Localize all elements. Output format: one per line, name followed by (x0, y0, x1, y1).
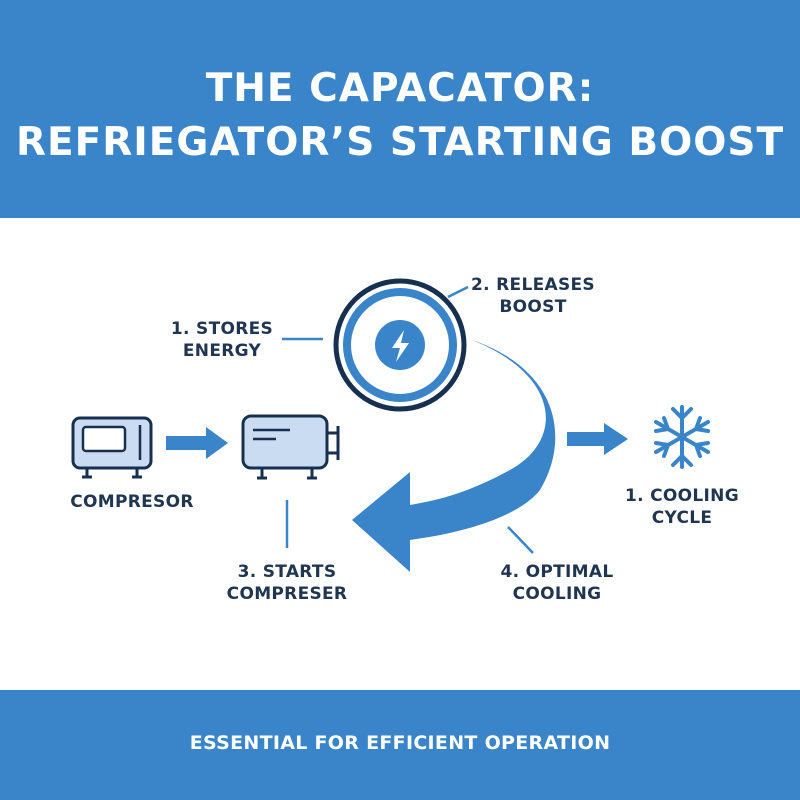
capacitor-icon (333, 278, 467, 412)
page-title-line1: THE CAPACATOR: (205, 66, 595, 111)
label-stores-line2: ENERGY (182, 341, 262, 361)
right-arrow-to-cooling-icon (567, 423, 628, 455)
lightning-bolt-icon (392, 330, 409, 362)
compressor-unit-icon (71, 416, 153, 479)
optimal-leader-line (507, 526, 534, 554)
header-band: THE CAPACATOR: REFRIEGATOR’S STARTING BO… (0, 0, 800, 218)
label-cooling-cycle: 1. COOLING CYCLE (612, 485, 752, 529)
label-cooling-line1: 1. COOLING (625, 486, 739, 506)
right-arrow-icon (166, 427, 228, 459)
label-stores-line1: 1. STORES (170, 319, 274, 339)
label-starts-line2: COMPRESER (226, 584, 348, 604)
compressor-motor-icon (241, 414, 340, 480)
footer-text: ESSENTIAL FOR EFFICIENT OPERATION (189, 732, 611, 754)
label-optimal-cooling: 4. OPTIMAL COOLING (487, 561, 627, 605)
label-starts-compressor: 3. STARTS COMPRESER (217, 561, 357, 605)
label-releases-line1: 2. RELEASES (471, 275, 595, 295)
snowflake-icon (654, 405, 710, 469)
label-compressor: COMPRESOR (70, 492, 194, 512)
label-releases-boost: 2. RELEASES BOOST (468, 274, 598, 318)
label-stores-energy: 1. STORES ENERGY (167, 318, 277, 362)
label-releases-line2: BOOST (499, 297, 567, 317)
curved-arrow (352, 340, 556, 572)
label-starts-line1: 3. STARTS (237, 562, 337, 582)
footer-band: ESSENTIAL FOR EFFICIENT OPERATION (0, 690, 800, 800)
releases-leader-line (447, 285, 469, 299)
label-optimal-line1: 4. OPTIMAL (500, 562, 614, 582)
label-optimal-line2: COOLING (512, 584, 602, 604)
label-cooling-line2: CYCLE (651, 508, 713, 528)
page-title-line2: REFRIEGATOR’S STARTING BOOST (15, 120, 785, 165)
